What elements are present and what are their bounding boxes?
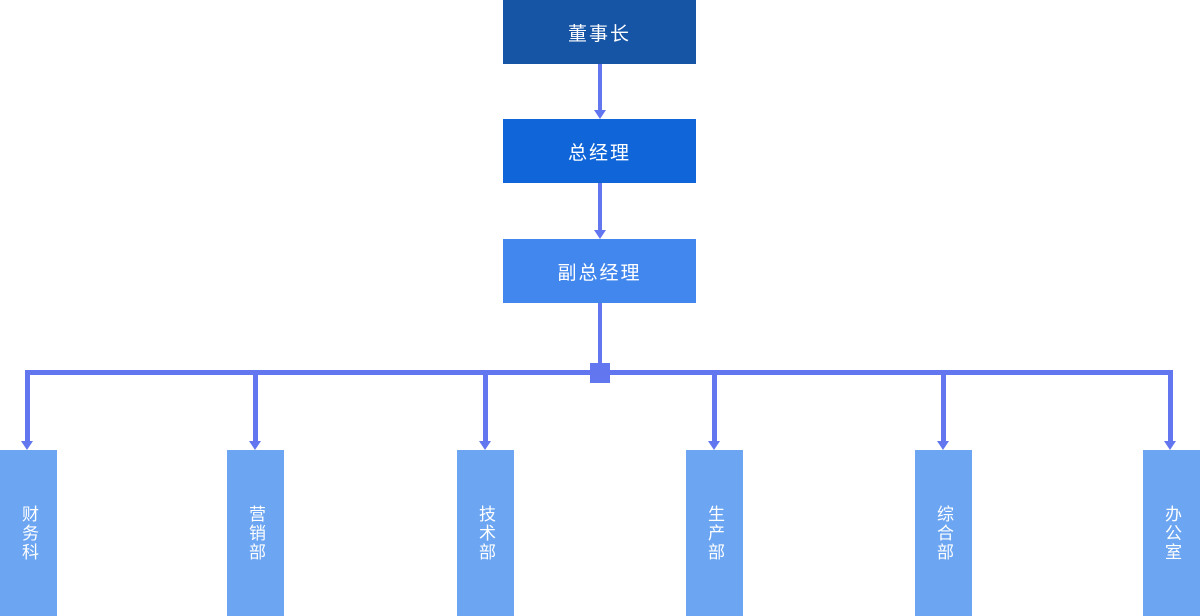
arrowhead-icon [708, 441, 720, 450]
arrowhead-icon [249, 441, 261, 450]
dept-node-technology-label: 技术部 [476, 504, 495, 562]
connector-drop [941, 373, 946, 442]
connector-l3-junction [598, 303, 602, 370]
dept-node-finance-label: 财务科 [19, 504, 38, 562]
connector-drop [483, 373, 488, 442]
connector-l1-l2 [598, 64, 602, 111]
org-node-deputy-general-manager-label: 副总经理 [557, 262, 642, 284]
dept-node-finance[interactable]: 财务科 [0, 450, 57, 616]
arrowhead-icon [594, 230, 606, 239]
org-node-general-manager[interactable]: 总经理 [503, 119, 696, 183]
connector-drop [712, 373, 717, 442]
arrowhead-icon [1164, 441, 1176, 450]
dept-node-office-label: 办公室 [1162, 504, 1181, 562]
distribution-line [25, 370, 1173, 375]
dept-node-production[interactable]: 生产部 [686, 450, 743, 616]
dept-node-office[interactable]: 办公室 [1143, 450, 1200, 616]
connector-drop [1168, 373, 1173, 442]
connector-drop [253, 373, 258, 442]
arrowhead-icon [937, 441, 949, 450]
connector-l2-l3 [598, 183, 602, 230]
connector-drop [25, 373, 30, 442]
org-node-chairman-label: 董事长 [567, 23, 631, 45]
org-node-deputy-general-manager[interactable]: 副总经理 [503, 239, 696, 303]
org-node-chairman[interactable]: 董事长 [503, 0, 696, 64]
org-node-general-manager-label: 总经理 [567, 142, 631, 164]
dept-node-general-affairs-label: 综合部 [934, 504, 953, 562]
arrowhead-icon [479, 441, 491, 450]
arrowhead-icon [21, 441, 33, 450]
arrowhead-icon [594, 110, 606, 119]
dept-node-general-affairs[interactable]: 综合部 [915, 450, 972, 616]
dept-node-production-label: 生产部 [705, 504, 724, 562]
dept-node-marketing[interactable]: 营销部 [227, 450, 284, 616]
dept-node-technology[interactable]: 技术部 [457, 450, 514, 616]
dept-node-marketing-label: 营销部 [246, 504, 265, 562]
